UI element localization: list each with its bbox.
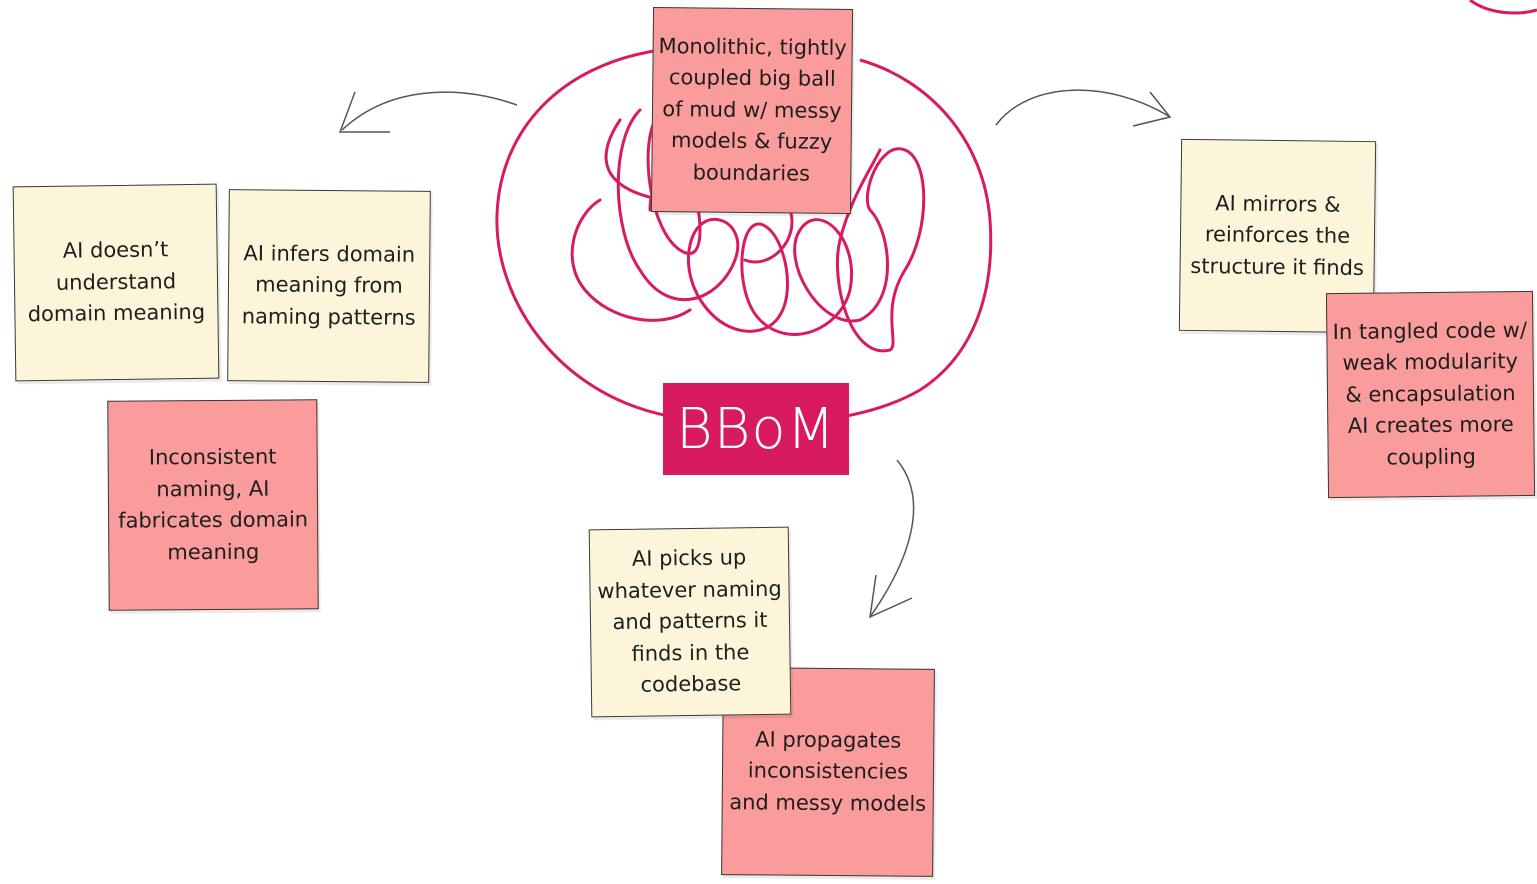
partial-circle: [1469, 0, 1537, 15]
note-inconsistent-naming: Inconsistent naming, AI fabricates domai…: [107, 399, 319, 611]
left-arrow-head: [338, 91, 390, 133]
bbom-description-text: Monolithic, tightly coupled big ball of …: [658, 33, 847, 186]
note-ai-doesnt-understand: AI doesn’t understand domain meaning: [12, 183, 220, 382]
bbom-description-note: Monolithic, tightly coupled big ball of …: [650, 6, 854, 215]
bbom-label: BBoM: [663, 383, 849, 475]
note-ai-picks-up: AI picks up whatever naming and patterns…: [588, 526, 792, 718]
tangled-scribble-icon: [570, 108, 926, 353]
note-tangled-code-text: In tangled code w/ weak modularity & enc…: [1332, 317, 1528, 470]
bottom-arrow-head: [869, 574, 913, 619]
note-ai-picks-up-text: AI picks up whatever naming and patterns…: [597, 545, 782, 697]
note-ai-infers-text: AI infers domain meaning from naming pat…: [241, 241, 416, 330]
note-ai-mirrors-text: AI mirrors & reinforces the structure it…: [1190, 190, 1365, 280]
right-arrow: [995, 89, 1171, 126]
bottom-arrow: [869, 459, 915, 618]
note-ai-infers: AI infers domain meaning from naming pat…: [227, 189, 431, 383]
left-arrow: [341, 91, 518, 131]
note-ai-propagates-text: AI propagates inconsistencies and messy …: [729, 727, 927, 816]
note-ai-doesnt-understand-text: AI doesn’t understand domain meaning: [27, 237, 206, 327]
note-inconsistent-naming-text: Inconsistent naming, AI fabricates domai…: [118, 444, 309, 564]
note-tangled-code: In tangled code w/ weak modularity & enc…: [1325, 290, 1536, 499]
right-arrow-head: [1132, 91, 1172, 127]
